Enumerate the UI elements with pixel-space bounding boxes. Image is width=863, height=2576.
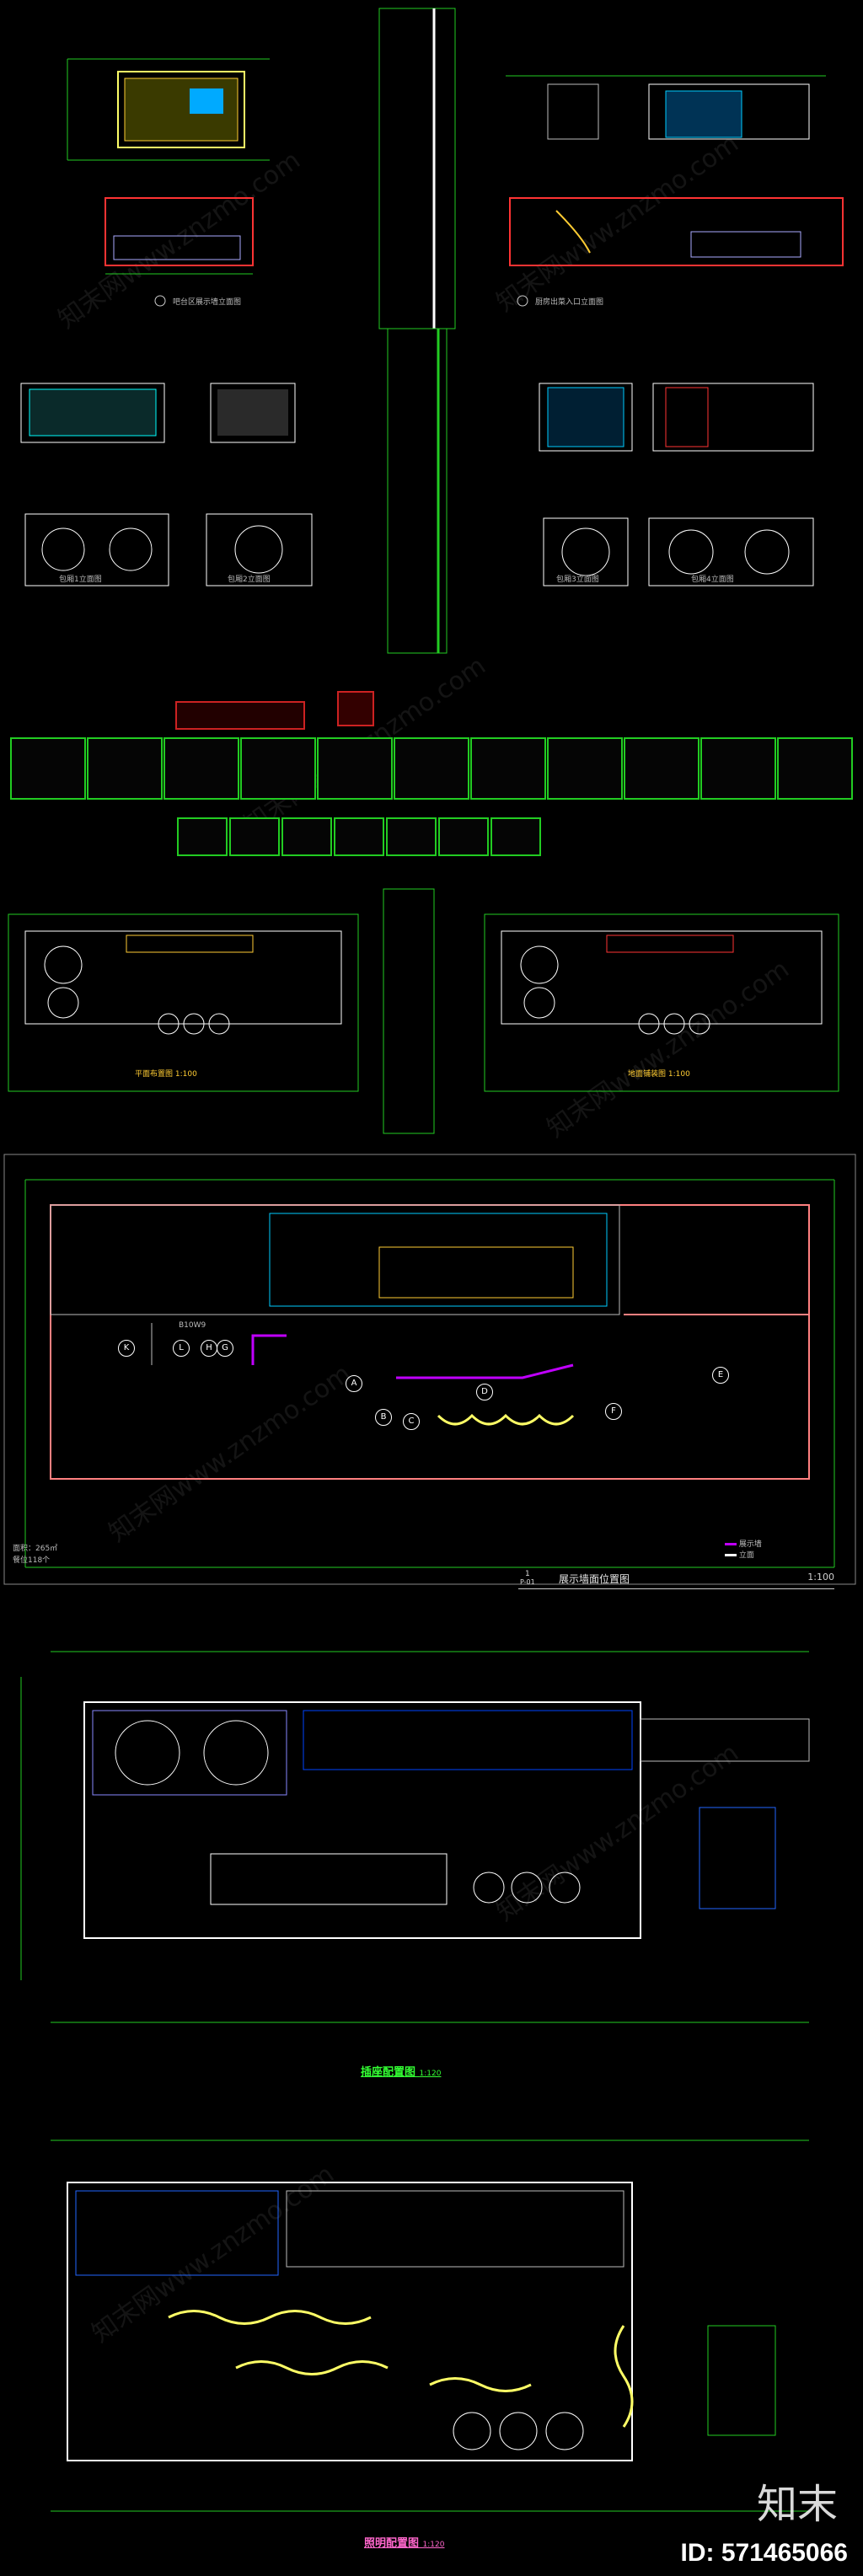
elevation-sheet-2: 包厢1立面图 包厢2立面图 包厢3立面图 包厢4立面图 xyxy=(0,328,863,666)
socket-plan-title-text: 插座配置图 xyxy=(361,2066,416,2079)
door-tag: B10W9 xyxy=(179,1321,206,1330)
thumbnail-18 xyxy=(490,817,541,856)
brand-logo: 知末 xyxy=(756,2481,838,2528)
room-caption-1: 包厢1立面图 xyxy=(59,576,102,584)
thumbnail-12 xyxy=(177,817,228,856)
thumbnail-red-top xyxy=(175,701,305,730)
seat-note: 餐位118个 xyxy=(13,1556,51,1565)
thumbnail-05 xyxy=(317,737,393,800)
lighting-plan: 照明配置图 1:120 xyxy=(0,2115,863,2576)
title-block: 1 P-01 展示墙面位置图 1:100 xyxy=(518,1570,834,1589)
thumbnail-09 xyxy=(624,737,700,800)
elevation-sheet-1: 吧台区展示墙立面图 厨房出菜入口立面图 xyxy=(0,0,863,329)
legend-item: 展示墙 xyxy=(725,1538,762,1549)
legend-swatch xyxy=(725,1543,737,1545)
elevation-marker-k: K xyxy=(118,1340,135,1357)
thumbnail-03 xyxy=(163,737,239,800)
sheet-thumbnail-strip xyxy=(0,691,863,860)
thumbnail-06 xyxy=(394,737,469,800)
elevation-marker-b: B xyxy=(375,1409,392,1426)
room-caption-2: 包厢2立面图 xyxy=(228,576,271,584)
legend-swatch xyxy=(725,1554,737,1556)
thumbnail-13 xyxy=(229,817,280,856)
floor-plan-caption-left: 平面布置图 1:100 xyxy=(135,1070,197,1079)
area-note: 面积：265㎡ xyxy=(13,1545,58,1553)
legend-label: 展示墙 xyxy=(738,1540,762,1549)
sheet-number: 1 xyxy=(525,1570,530,1578)
elevation-marker-d: D xyxy=(476,1384,493,1400)
thumbnail-15 xyxy=(334,817,384,856)
sheet-ref: P-01 xyxy=(520,1578,535,1586)
elevation-marker-g: G xyxy=(217,1340,233,1357)
elevation-marker-l: L xyxy=(173,1340,190,1357)
room-caption-4: 包厢4立面图 xyxy=(691,576,734,584)
asset-id-label: ID: 571465066 xyxy=(680,2539,849,2567)
socket-plan-scale: 1:120 xyxy=(419,2070,442,2078)
thumbnail-07 xyxy=(470,737,546,800)
plan-title: 展示墙面位置图 xyxy=(559,1573,630,1585)
socket-plan-drawing xyxy=(20,1651,810,2023)
display-wall-plan-drawing xyxy=(3,1154,856,1585)
floor-plan-caption-right: 地面铺装图 1:100 xyxy=(628,1070,690,1079)
thumbnail-11 xyxy=(777,737,853,800)
legend-label: 立面 xyxy=(738,1551,754,1560)
lighting-plan-drawing xyxy=(51,2140,809,2512)
thumbnail-17 xyxy=(438,817,489,856)
thumbnail-10 xyxy=(700,737,776,800)
small-floor-plans: 平面布置图 1:100 地面铺装图 1:100 xyxy=(0,881,863,1142)
elevation-caption-bar: 吧台区展示墙立面图 xyxy=(173,298,242,307)
thumbnail-02 xyxy=(87,737,163,800)
elevation-marker-e: E xyxy=(712,1367,729,1384)
private-room-drawings xyxy=(20,328,814,654)
thumbnail-14 xyxy=(281,817,332,856)
legend: 展示墙 立面 xyxy=(725,1538,762,1560)
lighting-plan-title: 照明配置图 1:120 xyxy=(364,2534,444,2550)
elevation-caption-kitchen: 厨房出菜入口立面图 xyxy=(535,298,604,307)
elevation-marker-f: F xyxy=(605,1403,622,1420)
thumbnail-08 xyxy=(547,737,623,800)
elevation-marker-h: H xyxy=(201,1340,217,1357)
legend-item: 立面 xyxy=(725,1549,762,1560)
room-caption-3: 包厢3立面图 xyxy=(556,576,599,584)
lighting-plan-title-text: 照明配置图 xyxy=(364,2537,420,2550)
lighting-plan-scale: 1:120 xyxy=(422,2541,445,2549)
socket-plan-title: 插座配置图 1:120 xyxy=(361,2063,441,2079)
thumbnail-16 xyxy=(386,817,437,856)
thumbnail-04 xyxy=(240,737,316,800)
thumbnail-01 xyxy=(10,737,86,800)
thumbnail-red-small xyxy=(337,691,374,726)
small-floor-plan-drawings xyxy=(8,888,839,1134)
socket-plan: 插座配置图 1:120 xyxy=(0,1626,863,2098)
elevation-drawings-top xyxy=(67,8,844,329)
elevation-marker-c: C xyxy=(403,1413,420,1430)
plan-scale: 1:100 xyxy=(807,1572,834,1583)
elevation-marker-a: A xyxy=(346,1375,362,1392)
